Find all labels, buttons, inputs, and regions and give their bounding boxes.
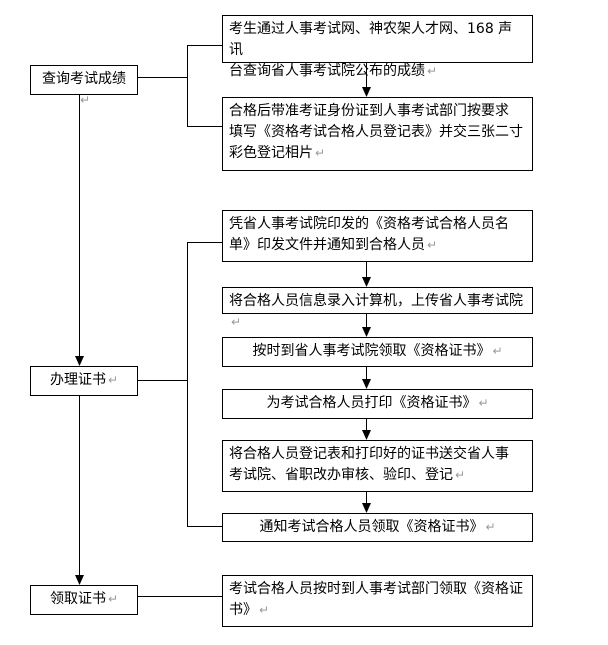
node-receive-certificate: 领取证书↵ [30, 585, 138, 615]
return-mark-icon: ↵ [107, 592, 119, 606]
node-label: 办理证书 [49, 372, 106, 388]
return-mark-icon: ↵ [259, 603, 270, 617]
return-mark-icon: ↵ [492, 344, 503, 358]
step-receive-certificate-on-time: 考试合格人员按时到人事考试部门领取《资格证 书》↵ [222, 575, 533, 627]
step-text: 为考试合格人员打印《资格证书》 [266, 395, 477, 411]
connector-step4-to-step5 [362, 314, 371, 337]
connector-step7-to-step8 [362, 492, 371, 513]
step-text: 考试合格人员按时到人事考试部门领取《资格证 书》 [229, 581, 523, 618]
bracket-stage1-steps [138, 45, 222, 127]
step-issue-qualified-list: 凭省人事考试院印发的《资格考试合格人员名 单》印发文件并通知到合格人员↵ [222, 210, 533, 262]
return-mark-icon: ↵ [455, 468, 466, 482]
connector-stage1-to-stage2 [75, 95, 84, 366]
node-label: 查询考试成绩 [42, 71, 126, 87]
step-submit-for-review: 将合格人员登记表和打印好的证书送交省人事 考试院、省职改办审核、验印、登记↵ [222, 440, 533, 492]
step-text: 合格后带准考证身份证到人事考试部门按要求 填写《资格考试合格人员登记表》并交三张… [229, 103, 523, 161]
return-mark-icon: ↵ [427, 64, 438, 78]
arrow-down-icon [362, 87, 371, 97]
return-mark-icon: ↵ [427, 238, 438, 252]
step-query-score-online: 考生通过人事考试网、神农架人才网、168 声讯 台查询省人事考试院公布的成绩↵ [222, 15, 533, 79]
step-notify-collect-certificate: 通知考试合格人员领取《资格证书》↵ [222, 513, 533, 542]
arrow-down-icon [362, 503, 371, 513]
connector-stage2-to-stage3 [75, 396, 84, 585]
step-text: 通知考试合格人员领取《资格证书》 [259, 519, 484, 535]
return-mark-icon: ↵ [478, 396, 489, 410]
return-mark-icon: ↵ [485, 520, 496, 534]
node-process-certificate: 办理证书↵ [30, 366, 138, 396]
return-mark-icon: ↵ [315, 146, 326, 160]
bracket-stage2-steps [138, 242, 222, 527]
step-fill-registration-form: 合格后带准考证身份证到人事考试部门按要求 填写《资格考试合格人员登记表》并交三张… [222, 97, 533, 171]
arrow-down-icon [362, 327, 371, 337]
connector-step5-to-step6 [362, 367, 371, 389]
node-label: 领取证书 [49, 591, 106, 607]
arrow-down-icon [75, 356, 84, 366]
step-text: 将合格人员登记表和打印好的证书送交省人事 考试院、省职改办审核、验印、登记 [229, 446, 509, 483]
step-text: 凭省人事考试院印发的《资格考试合格人员名 单》印发文件并通知到合格人员 [229, 216, 509, 253]
step-text: 按时到省人事考试院领取《资格证书》 [252, 343, 491, 359]
return-mark-icon: ↵ [107, 373, 119, 387]
return-mark-icon: ↵ [231, 315, 242, 329]
step-text: 考生通过人事考试网、神农架人才网、168 声讯 台查询省人事考试院公布的成绩 [229, 21, 513, 79]
return-mark-icon: ↵ [79, 93, 91, 107]
connector-step3-to-step4 [362, 262, 371, 287]
connector-step6-to-step7 [362, 419, 371, 440]
arrow-down-icon [362, 277, 371, 287]
step-collect-certificates-from-province: 按时到省人事考试院领取《资格证书》↵ [222, 337, 533, 367]
step-enter-info-computer: 将合格人员信息录入计算机，上传省人事考试院 ↵ [222, 287, 533, 329]
step-text: 将合格人员信息录入计算机，上传省人事考试院 [229, 293, 523, 309]
step-print-certificates: 为考试合格人员打印《资格证书》↵ [222, 389, 533, 419]
node-query-exam-score: 查询考试成绩 ↵ [30, 65, 138, 107]
arrow-down-icon [75, 575, 84, 585]
arrow-down-icon [362, 379, 371, 389]
arrow-down-icon [362, 430, 371, 440]
